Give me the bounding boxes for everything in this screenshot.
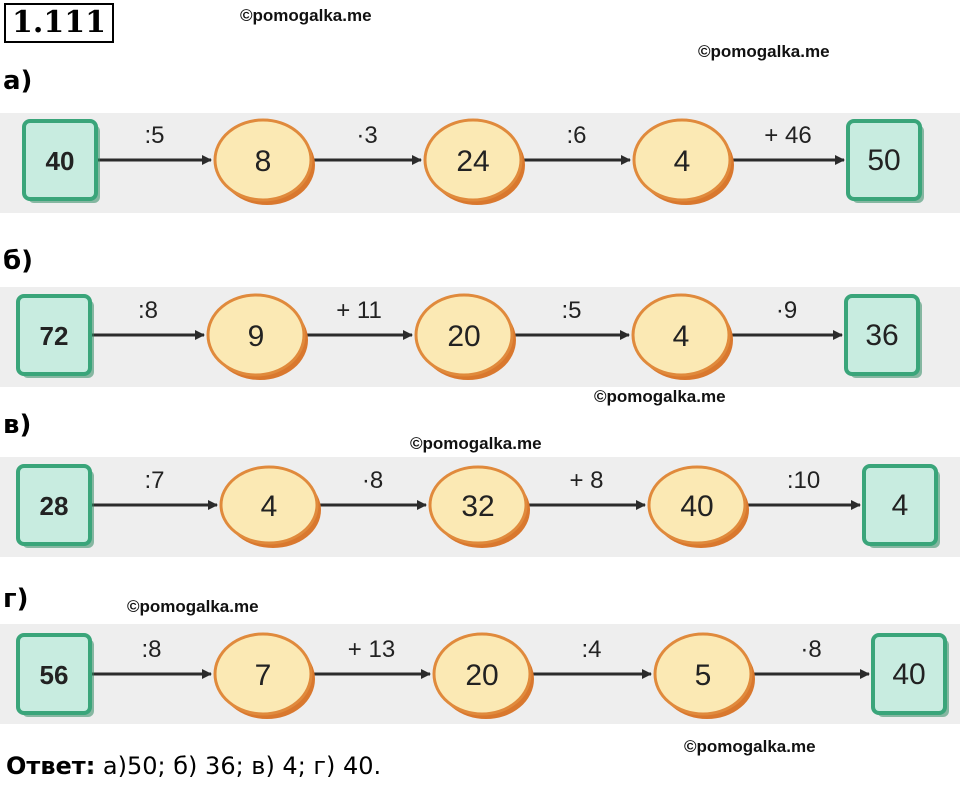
result-oval xyxy=(631,293,731,377)
end-box xyxy=(862,464,938,546)
result-oval xyxy=(432,632,532,716)
operation-label: :10 xyxy=(787,467,820,494)
start-box-value: 56 xyxy=(40,660,69,690)
answer-text: а)50; б) 36; в) 4; г) 40. xyxy=(95,752,382,780)
result-value: 32 xyxy=(461,490,494,523)
result-value: 24 xyxy=(456,145,489,178)
operation-label: + 13 xyxy=(348,636,395,663)
answer-label: Ответ: xyxy=(6,752,96,780)
start-box xyxy=(16,464,92,546)
result-oval xyxy=(414,293,514,377)
result-oval xyxy=(213,632,313,716)
result-oval xyxy=(213,118,313,202)
end-box-value: 36 xyxy=(865,319,898,352)
result-value: 7 xyxy=(255,659,272,692)
answer: Ответ: а)50; б) 36; в) 4; г) 40. xyxy=(6,752,381,780)
operation-label: :8 xyxy=(138,297,158,324)
watermark: ©pomogalka.me xyxy=(410,434,542,453)
start-box xyxy=(16,294,92,376)
end-box-value: 50 xyxy=(867,144,900,177)
start-box xyxy=(22,119,98,201)
chain-d: :8 + 13 :4 ·8 56 40 7 20 5 xyxy=(16,632,949,719)
result-value: 40 xyxy=(680,490,713,523)
operation-label: + 11 xyxy=(336,297,382,324)
watermark: ©pomogalka.me xyxy=(127,597,259,616)
result-oval xyxy=(428,465,528,545)
part-label-a: а) xyxy=(3,66,33,96)
result-value: 5 xyxy=(695,659,712,692)
chain-row-c: :7 ·8 + 8 :10 28 4 4 32 40 xyxy=(0,457,960,557)
result-oval xyxy=(423,118,523,202)
result-value: 4 xyxy=(674,145,691,178)
end-box-value: 40 xyxy=(892,658,925,691)
operation-label: :4 xyxy=(581,636,601,663)
start-box xyxy=(16,633,92,715)
end-box xyxy=(846,119,922,201)
result-value: 4 xyxy=(261,490,278,523)
result-oval xyxy=(647,465,747,545)
operation-label: :7 xyxy=(144,467,164,494)
result-value: 9 xyxy=(248,320,265,353)
start-box-value: 72 xyxy=(40,321,69,351)
result-value: 4 xyxy=(673,320,690,353)
part-label-c: в) xyxy=(3,410,32,440)
chain-a: :5 ·3 :6 + 46 40 50 8 24 4 xyxy=(22,118,924,205)
result-oval xyxy=(632,118,732,202)
result-value: 20 xyxy=(465,659,498,692)
end-box xyxy=(871,633,947,715)
result-value: 8 xyxy=(255,145,272,178)
watermark: ©pomogalka.me xyxy=(684,737,816,756)
problem-number: 1.111 xyxy=(4,3,114,43)
watermark: ©pomogalka.me xyxy=(698,42,830,61)
end-box-value: 4 xyxy=(892,489,909,522)
part-label-d: г) xyxy=(3,584,29,614)
result-oval xyxy=(206,293,306,377)
chain-row-d: :8 + 13 :4 ·8 56 40 7 20 5 xyxy=(0,624,960,724)
operation-label: ·9 xyxy=(776,297,797,324)
chain-c: :7 ·8 + 8 :10 28 4 4 32 40 xyxy=(16,464,940,548)
operation-label: :8 xyxy=(141,636,161,663)
operation-label: ·8 xyxy=(800,636,821,663)
chain-row-a: :5 ·3 :6 + 46 40 50 8 24 4 xyxy=(0,113,960,213)
operation-label: :5 xyxy=(144,122,164,149)
chain-b: :8 + 11 :5 ·9 72 36 9 20 4 xyxy=(16,293,922,380)
result-oval xyxy=(653,632,753,716)
operation-label: ·8 xyxy=(362,467,383,494)
chain-row-b: :8 + 11 :5 ·9 72 36 9 20 4 xyxy=(0,287,960,387)
watermark: ©pomogalka.me xyxy=(594,387,726,406)
start-box-value: 40 xyxy=(46,146,75,176)
watermark: ©pomogalka.me xyxy=(240,6,372,25)
operation-label: :6 xyxy=(566,122,586,149)
operation-label: + 8 xyxy=(569,467,603,494)
operation-label: + 46 xyxy=(764,122,811,149)
operation-label: ·3 xyxy=(356,122,377,149)
part-label-b: б) xyxy=(3,246,34,276)
result-oval xyxy=(219,465,319,545)
operation-label: :5 xyxy=(561,297,581,324)
start-box-value: 28 xyxy=(40,491,69,521)
result-value: 20 xyxy=(447,320,480,353)
end-box xyxy=(844,294,920,376)
